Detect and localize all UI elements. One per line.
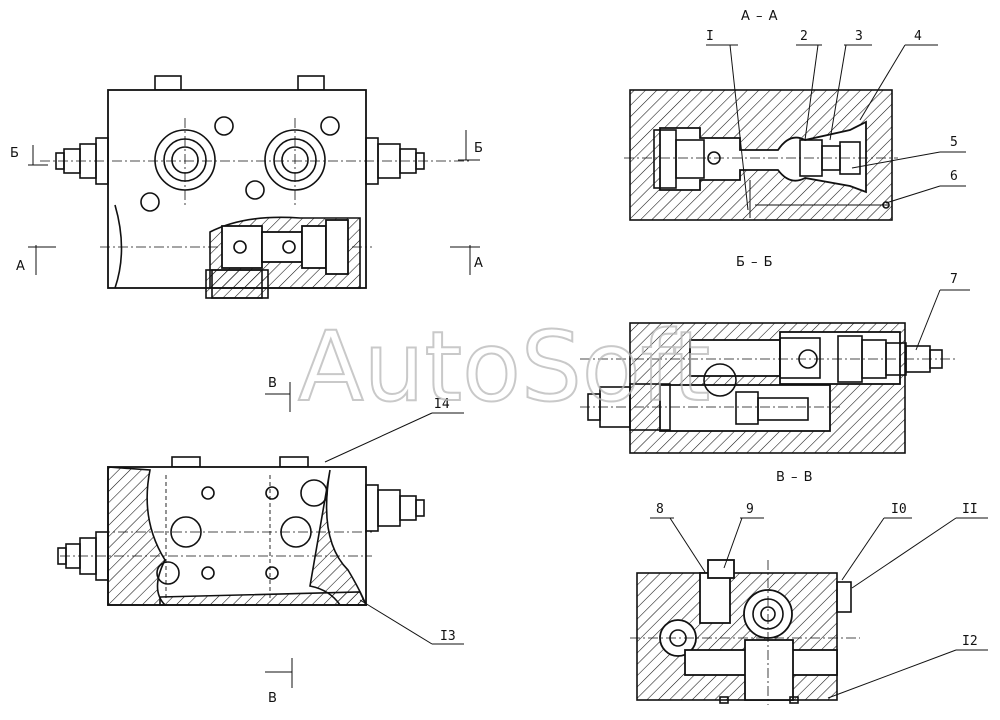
cut-label-v-top: В [268,376,278,391]
callout-12: I2 [962,634,978,649]
section-v-v [630,559,860,705]
callout-9: 9 [746,502,754,517]
cut-label-a-right: А [474,256,484,271]
cut-markers [28,130,480,688]
section-title-vv: В – В [776,470,814,485]
callout-8: 8 [656,502,664,517]
cut-label-b-left: Б [10,146,20,161]
callout-11: II [962,502,978,517]
section-a-a [624,89,898,221]
cut-label-v-bottom: В [268,691,278,706]
callout-6: 6 [950,169,958,184]
section-title-bb: Б – Б [736,255,774,270]
watermark: AutoSoft [298,311,710,423]
callout-1: I [706,29,714,44]
cut-label-b-right: Б [474,141,484,156]
callout-5: 5 [950,135,958,150]
callout-10: I0 [891,502,907,517]
leader-lines [324,44,988,699]
section-title-aa: А – А [741,9,779,24]
callout-13: I3 [440,629,456,644]
callout-4: 4 [914,29,922,44]
front-view [40,75,470,299]
view-v [57,456,425,606]
cut-label-a-left: А [16,259,26,274]
callout-14: I4 [434,397,450,412]
callout-3: 3 [855,29,863,44]
callout-7: 7 [950,272,958,287]
callout-2: 2 [800,29,808,44]
section-b-b [580,322,955,454]
